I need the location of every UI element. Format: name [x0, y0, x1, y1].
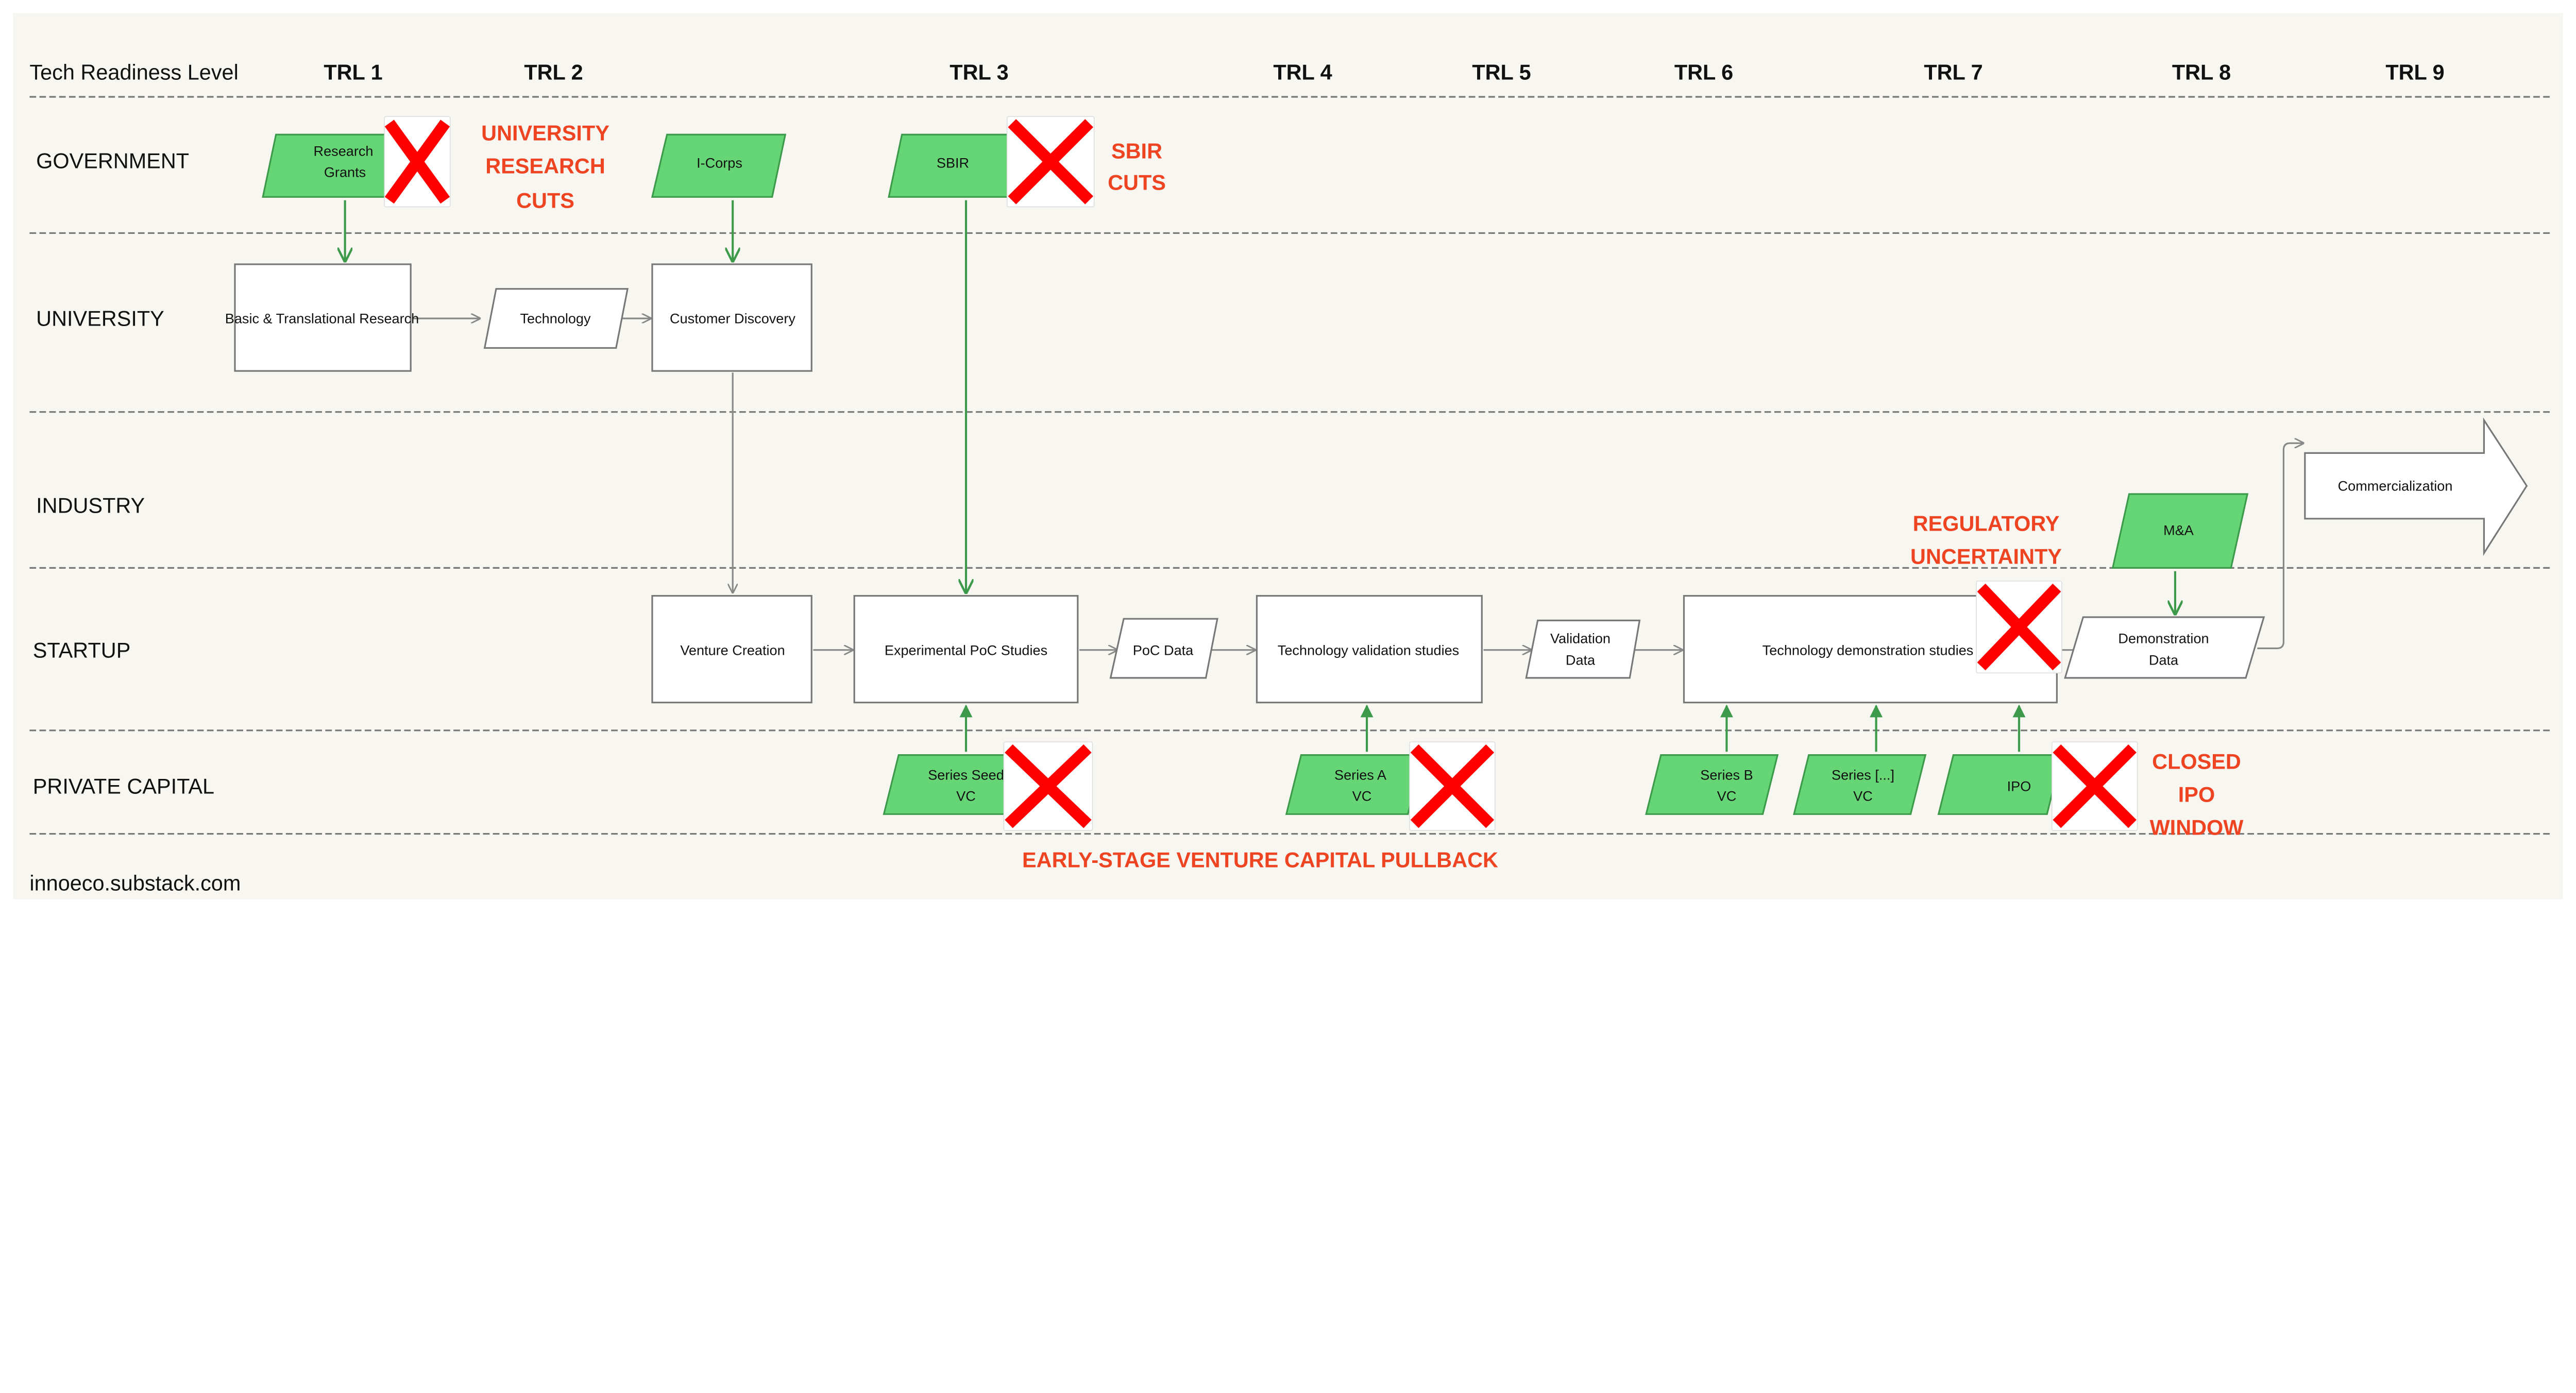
series-a-shape [1285, 754, 1424, 815]
validation-data-label-1: Validation [1550, 630, 1611, 647]
callout-vc-pullback: EARLY-STAGE VENTURE CAPITAL PULLBACK [1022, 847, 1498, 872]
demonstration-data-label-1: Demonstration [2118, 630, 2209, 647]
trl-8: TRL 8 [2172, 60, 2231, 84]
callout-ipo-window-1: CLOSED [2152, 749, 2241, 774]
poc-data-shape [1109, 618, 1218, 679]
cut-x-icon-ipo [2051, 741, 2138, 831]
series-b-shape [1645, 754, 1779, 815]
series-a-label-2: VC [1352, 788, 1372, 804]
technology-label: Technology [520, 310, 591, 327]
basic-research-shape [234, 263, 412, 372]
commercialization-label: Commercialization [2337, 478, 2453, 494]
series-more-label-1: Series [...] [1832, 767, 1894, 783]
trl-4: TRL 4 [1273, 60, 1332, 84]
commercialization-arrow-shape [2304, 417, 2528, 556]
callout-regulatory-2: UNCERTAINTY [1910, 544, 2062, 569]
cut-x-icon-series-a [1409, 741, 1496, 831]
callout-university-cuts-1: UNIVERSITY [481, 121, 609, 145]
connectors [345, 200, 2303, 752]
cut-x-icon-sbir [1006, 116, 1095, 208]
innovation-pipeline-diagram: Tech Readiness Level TRL 1 TRL 2 TRL 3 T… [13, 13, 2563, 899]
callout-regulatory-1: REGULATORY [1912, 511, 2060, 536]
series-more-label-2: VC [1853, 788, 1873, 804]
lane-industry: INDUSTRY [36, 493, 145, 518]
trl-6: TRL 6 [1674, 60, 1734, 84]
callout-ipo-window-2: IPO [2178, 782, 2215, 807]
ipo-label: IPO [2007, 778, 2031, 794]
lane-private-capital: PRIVATE CAPITAL [32, 774, 215, 799]
research-grants-label-2: Grants [324, 164, 366, 180]
research-grants-label-1: Research [313, 143, 374, 159]
poc-studies-shape [853, 594, 1079, 704]
basic-research-label: Basic & Translational Research [225, 310, 419, 327]
trl-3: TRL 3 [950, 60, 1009, 84]
venture-creation-shape [651, 594, 812, 704]
trl-5: TRL 5 [1472, 60, 1531, 84]
series-seed-label-1: Series Seed [928, 767, 1004, 783]
series-a-label-1: Series A [1334, 767, 1386, 783]
callout-ipo-window-3: WINDOW [2149, 815, 2244, 840]
icorps-shape [651, 133, 787, 198]
trl-9: TRL 9 [2385, 60, 2445, 84]
ma-shape [2111, 493, 2249, 569]
sbir-label: SBIR [936, 154, 970, 171]
demonstration-data-label-2: Data [2148, 652, 2179, 668]
cut-x-icon-research-grants [384, 116, 451, 208]
validation-studies-label: Technology validation studies [1277, 642, 1460, 658]
demonstration-data-shape [2064, 616, 2265, 679]
poc-data-label: PoC Data [1132, 642, 1194, 658]
poc-studies-label: Experimental PoC Studies [884, 642, 1048, 658]
callout-university-cuts-2: RESEARCH [485, 154, 605, 178]
technology-shape [483, 288, 629, 349]
series-b-label-2: VC [1717, 788, 1737, 804]
cut-x-icon-demonstration [1976, 581, 2062, 674]
callout-sbir-cuts-2: CUTS [1108, 169, 1166, 194]
demonstration-studies-label: Technology demonstration studies [1762, 642, 1974, 658]
series-b-label-1: Series B [1700, 767, 1753, 783]
validation-data-shape [1525, 619, 1641, 679]
validation-data-label-2: Data [1565, 652, 1596, 668]
trl-1: TRL 1 [324, 60, 383, 84]
cut-x-icon-series-seed [1003, 741, 1093, 831]
icorps-label: I-Corps [697, 154, 742, 171]
trl-2: TRL 2 [524, 60, 583, 84]
series-more-shape [1793, 754, 1927, 815]
ipo-shape [1937, 754, 2063, 815]
ma-label: M&A [2163, 522, 2194, 538]
header-title: Tech Readiness Level [29, 60, 239, 84]
lane-university: UNIVERSITY [36, 306, 164, 331]
trl-7: TRL 7 [1924, 60, 1983, 84]
customer-discovery-shape [651, 263, 812, 372]
callout-sbir-cuts-1: SBIR [1111, 139, 1163, 163]
lane-startup: STARTUP [32, 637, 131, 662]
footer-source: innoeco.substack.com [29, 871, 241, 895]
callout-university-cuts-3: CUTS [516, 188, 574, 212]
venture-creation-label: Venture Creation [680, 642, 785, 658]
diagram-labels: Tech Readiness Level TRL 1 TRL 2 TRL 3 T… [29, 60, 2453, 895]
customer-discovery-label: Customer Discovery [670, 310, 795, 327]
diagram-shapes [13, 13, 2563, 899]
validation-studies-shape [1256, 594, 1483, 704]
lane-government: GOVERNMENT [36, 148, 190, 173]
series-seed-label-2: VC [956, 788, 976, 804]
